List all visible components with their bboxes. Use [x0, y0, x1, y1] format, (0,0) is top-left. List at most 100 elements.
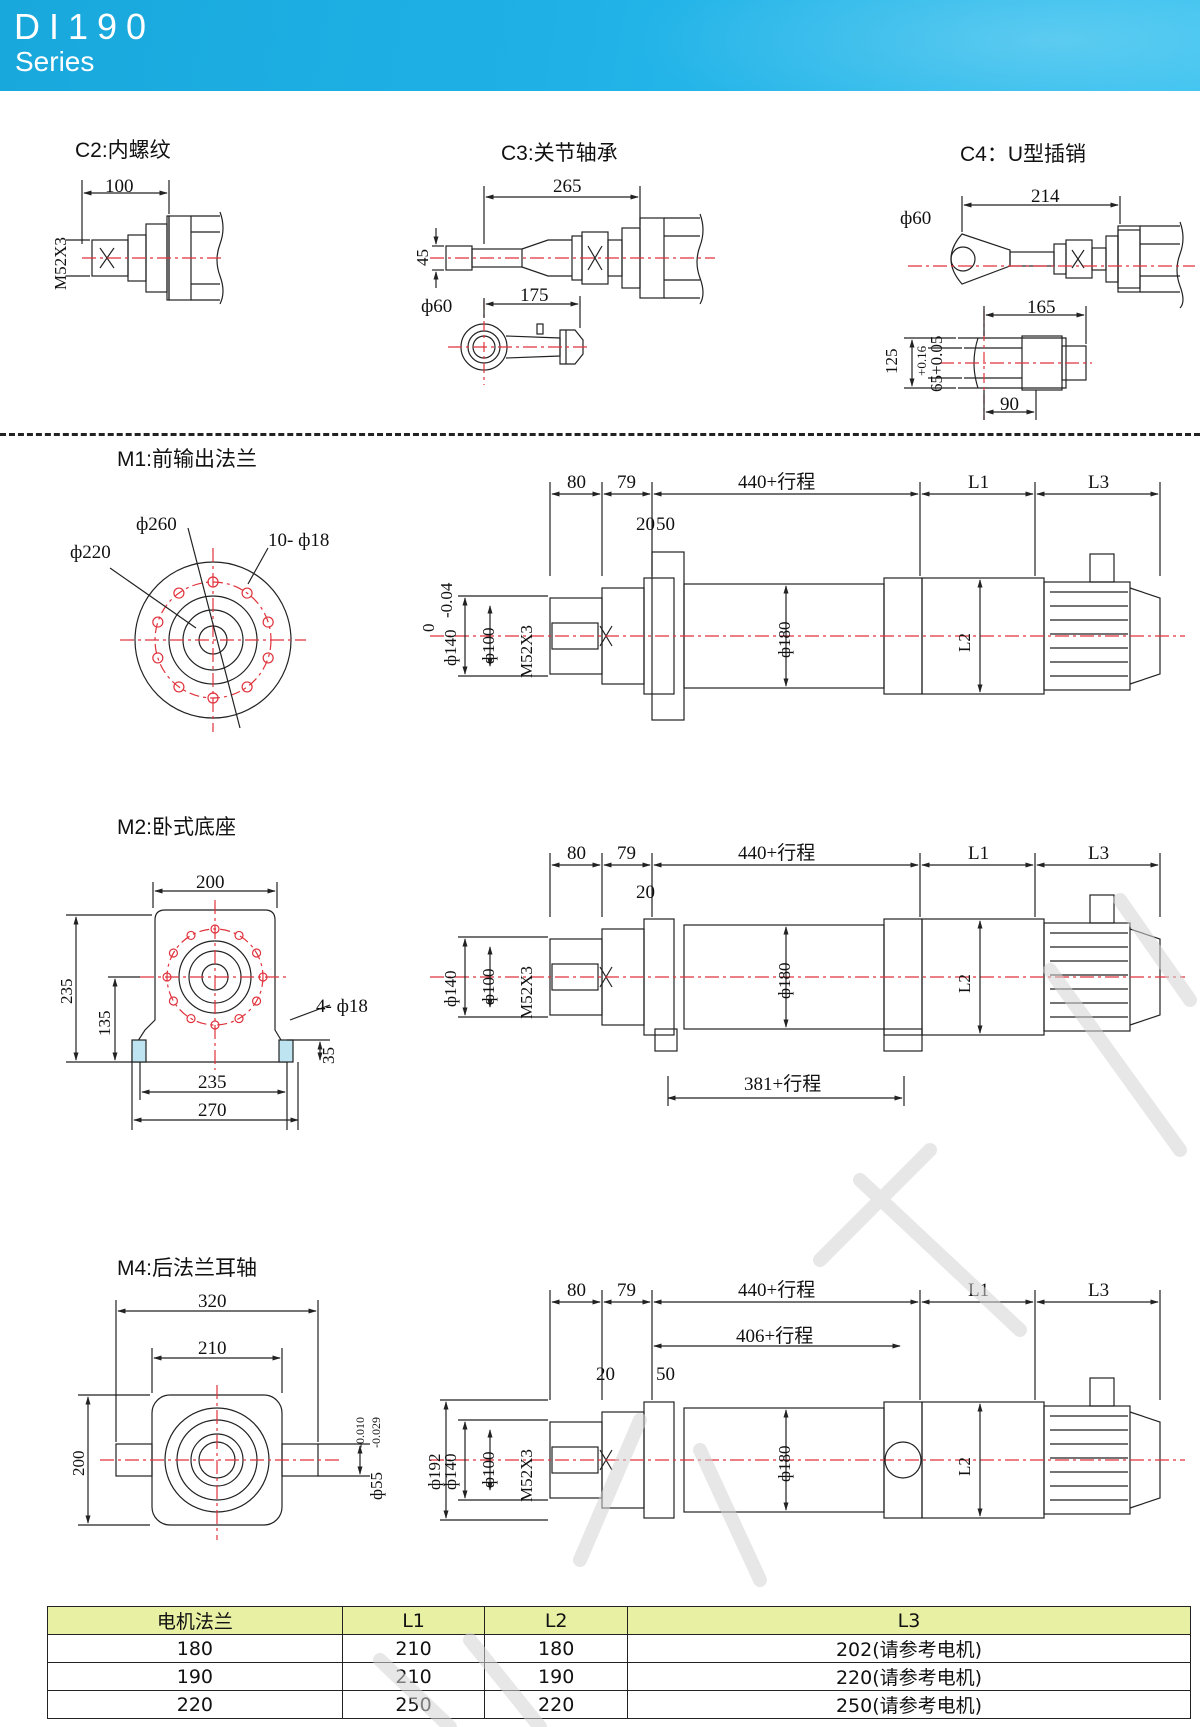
dim-m1-tol-bot: -0.04: [437, 582, 456, 618]
series-code: DI190: [14, 6, 156, 47]
table-cell: 220(请参考电机): [627, 1662, 1191, 1691]
dim-l2: L2: [955, 633, 974, 652]
bolt-hole: [241, 587, 253, 599]
dim-c4-slot: 65+0.05: [927, 336, 946, 392]
dim-m4-stroke: 406+行程: [736, 1325, 813, 1347]
bolt-hole: [251, 996, 262, 1006]
dim-m4-shaft-length: 320: [198, 1291, 227, 1312]
dim-d140: ф140: [441, 970, 460, 1007]
dim-m1-tol-top: 0: [419, 624, 438, 633]
dim-m2-20: 20: [636, 882, 655, 903]
bolt-hole: [186, 930, 196, 941]
motor-connector: [1089, 1377, 1115, 1407]
bolt-hole: [262, 616, 274, 628]
dim-c4-slot-tol: +0.16: [914, 345, 929, 376]
dim-c2-length: 100: [105, 176, 134, 197]
dim-m52: M52X3: [517, 625, 536, 678]
section-title-c4: C4：U型插销: [960, 143, 1087, 166]
bolt-hole: [234, 930, 244, 941]
bolt-hole: [234, 1013, 244, 1024]
dim-m52: M52X3: [517, 1449, 536, 1502]
table-cell: 202(请参考电机): [627, 1634, 1191, 1663]
dim-m1-50: 50: [656, 514, 675, 535]
dim-m4-d192: ф192: [425, 1453, 444, 1490]
table-row: 180 210 180 202(请参考电机): [47, 1634, 1191, 1663]
dim-m52: M52X3: [517, 966, 536, 1019]
dim-m4-height: 200: [69, 1451, 88, 1477]
bolt-hole: [207, 576, 219, 588]
motor-connector: [1089, 894, 1115, 924]
foot: [883, 1028, 923, 1052]
dim-l2: L2: [955, 974, 974, 993]
dim-79: 79: [617, 1280, 636, 1301]
table-cell: 250: [341, 1690, 486, 1719]
dim-m1-d220: ф220: [70, 542, 111, 563]
dim-m1-d260: ф260: [136, 514, 177, 535]
dim-d100: ф100: [479, 627, 498, 664]
m4-side-view: [430, 1290, 1185, 1521]
dim-c3-length: 265: [553, 176, 582, 197]
table-cell: 220: [47, 1690, 343, 1719]
m1-side-view: [430, 482, 1185, 721]
dim-d180: ф180: [775, 1445, 794, 1482]
bolt-hole: [152, 616, 164, 628]
dim-stroke: 440+行程: [738, 471, 815, 493]
table-cell: 180: [47, 1634, 343, 1663]
bolt-hole: [168, 996, 179, 1006]
dim-m4-50: 50: [656, 1364, 675, 1385]
dim-c3-diameter: ф60: [421, 296, 452, 317]
c4-drawing: [904, 196, 1195, 420]
dim-m2-foot: 35: [319, 1047, 338, 1064]
bolt-hole: [173, 681, 185, 693]
dim-79: 79: [617, 843, 636, 864]
section-title-c2: C2:内螺纹: [75, 139, 171, 162]
dim-m4-20: 20: [596, 1364, 615, 1385]
dim-l3: L3: [1088, 472, 1109, 493]
dim-m4-shaft-dia: ф55: [367, 1472, 386, 1500]
dim-stroke: 440+行程: [738, 1279, 815, 1301]
m2-side-view: [430, 853, 1185, 1106]
dim-stroke: 440+行程: [738, 842, 815, 864]
m4-trunnion-view: [78, 1300, 370, 1540]
dim-m2-stroke: 381+行程: [744, 1073, 821, 1095]
m1-flange-view: [109, 527, 306, 732]
m2-base-view: [66, 882, 331, 1130]
foot: [654, 1028, 678, 1052]
header-shine: [560, 0, 1200, 91]
dim-d100: ф100: [479, 1451, 498, 1488]
bolt-hole: [152, 652, 164, 664]
table-cell: 250(请参考电机): [627, 1690, 1191, 1719]
dim-l2: L2: [955, 1457, 974, 1476]
spec-table-header-row: 电机法兰 L1 L2 L3: [47, 1606, 1191, 1635]
dim-d100: ф100: [479, 968, 498, 1005]
spec-header-flange: 电机法兰: [47, 1606, 343, 1635]
dim-79: 79: [617, 472, 636, 493]
table-cell: 210: [341, 1634, 486, 1663]
series-header: DI190 Series: [0, 0, 1200, 91]
section-title-m2: M2:卧式底座: [117, 816, 237, 839]
table-row: 190 210 190 220(请参考电机): [47, 1662, 1191, 1691]
dim-l1: L1: [968, 472, 989, 493]
spec-header-l3: L3: [627, 1606, 1191, 1635]
bolt-hole: [168, 948, 179, 958]
dim-c4-length: 214: [1031, 186, 1060, 207]
bolt-hole: [186, 1013, 196, 1024]
bolt-hole: [262, 652, 274, 664]
dim-80: 80: [567, 1280, 586, 1301]
c2-drawing: [66, 180, 225, 305]
bolt-hole: [207, 692, 219, 704]
bolt-hole: [173, 587, 185, 599]
dim-80: 80: [567, 843, 586, 864]
spec-header-l2: L2: [484, 1606, 628, 1635]
dim-c4-length2: 165: [1027, 297, 1056, 318]
technical-drawings: 100 M52X3 265 45 ф60 175 214 ф60 165 125…: [51, 176, 1195, 1540]
dim-m2-base-width: 270: [198, 1100, 227, 1121]
table-cell: 220: [484, 1690, 628, 1719]
dim-m4-shaft-tol-top: -0.010: [353, 1417, 367, 1448]
dim-c4-height: 125: [882, 349, 901, 375]
dim-c2-thread: M52X3: [51, 237, 70, 290]
section-title-m1: M1:前输出法兰: [117, 448, 258, 471]
dim-d180: ф180: [775, 621, 794, 658]
bolt-hole: [241, 681, 253, 693]
